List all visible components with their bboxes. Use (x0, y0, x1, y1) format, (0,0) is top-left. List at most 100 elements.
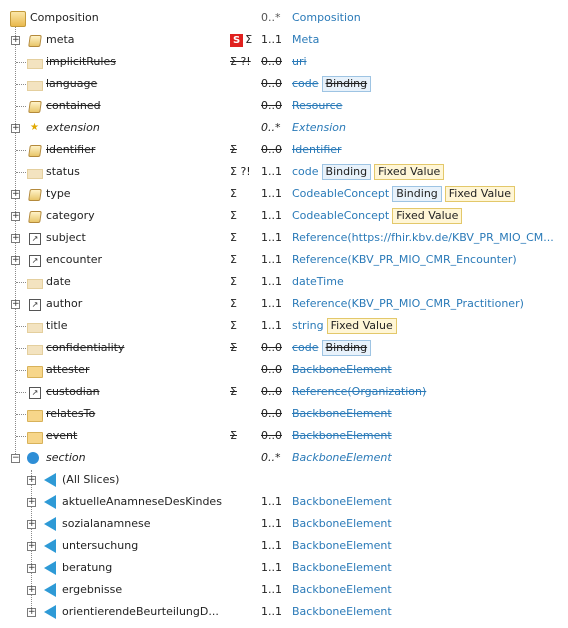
reference-icon: ↗ (29, 387, 41, 399)
cardinality: 0..0 (261, 363, 282, 376)
expand-toggle[interactable] (27, 608, 36, 617)
type-link[interactable]: Extension (292, 121, 347, 134)
tree-row-author[interactable]: ↗ author Σ 1..1 Reference(KBV_PR_MIO_CMR… (0, 293, 568, 315)
flags: Σ (230, 385, 237, 398)
type-link[interactable]: uri (292, 55, 307, 68)
slice-icon (44, 583, 56, 597)
type-link[interactable]: dateTime (292, 275, 344, 288)
fixed-value-badge[interactable]: Fixed Value (444, 186, 515, 202)
cardinality: 1..1 (261, 253, 282, 266)
flags: Σ (230, 253, 237, 266)
expand-toggle[interactable] (27, 476, 36, 485)
tree-row-type[interactable]: type Σ 1..1 CodeableConceptBindingFixed … (0, 183, 568, 205)
cardinality: 0..0 (261, 429, 282, 442)
binding-badge[interactable]: Binding (321, 76, 372, 92)
type-link[interactable]: BackboneElement (292, 429, 392, 442)
expand-toggle[interactable] (27, 520, 36, 529)
slice-icon (44, 605, 56, 619)
cardinality: 1..1 (261, 209, 282, 222)
tree-row-section[interactable]: section 0..* BackboneElement (0, 447, 568, 469)
tree-root-row[interactable]: Composition 0..* Composition (0, 7, 568, 29)
type-link[interactable]: BackboneElement (292, 605, 392, 618)
type-link[interactable]: BackboneElement (292, 495, 392, 508)
type-link[interactable]: BackboneElement (292, 451, 392, 464)
type-link[interactable]: BackboneElement (292, 517, 392, 530)
slice-row[interactable]: ergebnisse 1..1 BackboneElement (0, 579, 568, 601)
tree-row-custodian[interactable]: ↗ custodian Σ 0..0 Reference(Organizatio… (0, 381, 568, 403)
type-link[interactable]: Reference(https://fhir.kbv.de/KBV_PR_MIO… (292, 231, 554, 244)
type-link[interactable]: CodeableConcept (292, 209, 390, 222)
type-link[interactable]: code (292, 77, 319, 90)
tree-row-event[interactable]: event Σ 0..0 BackboneElement (0, 425, 568, 447)
type-link[interactable]: BackboneElement (292, 583, 392, 596)
type-link[interactable]: string (292, 319, 324, 332)
tree-row-relatesTo[interactable]: relatesTo 0..0 BackboneElement (0, 403, 568, 425)
resource-icon (10, 11, 26, 27)
primitive-icon (27, 169, 43, 179)
type-link[interactable]: BackboneElement (292, 363, 392, 376)
type-link[interactable]: code (292, 341, 319, 354)
slice-row[interactable]: beratung 1..1 BackboneElement (0, 557, 568, 579)
expand-toggle[interactable] (11, 300, 20, 309)
type-link[interactable]: Composition (292, 11, 361, 24)
tree-row-encounter[interactable]: ↗ encounter Σ 1..1 Reference(KBV_PR_MIO_… (0, 249, 568, 271)
binding-badge[interactable]: Binding (321, 164, 372, 180)
expand-toggle[interactable] (27, 564, 36, 573)
element-name: attester (46, 363, 90, 376)
primitive-icon (27, 59, 43, 69)
tree-row-attester[interactable]: attester 0..0 BackboneElement (0, 359, 568, 381)
binding-badge[interactable]: Binding (392, 186, 442, 202)
tree-row-contained[interactable]: contained 0..0 Resource (0, 95, 568, 117)
expand-toggle[interactable] (11, 234, 20, 243)
tree-connector (16, 172, 26, 173)
fixed-value-badge[interactable]: Fixed Value (326, 318, 397, 334)
type-link[interactable]: code (292, 165, 319, 178)
flags: Σ (230, 297, 237, 310)
element-name: section (46, 451, 86, 464)
fixed-value-badge[interactable]: Fixed Value (392, 208, 463, 224)
expand-toggle[interactable] (27, 542, 36, 551)
expand-toggle[interactable] (11, 36, 20, 45)
tree-row-date[interactable]: date Σ 1..1 dateTime (0, 271, 568, 293)
type-link[interactable]: BackboneElement (292, 561, 392, 574)
slice-row[interactable]: untersuchung 1..1 BackboneElement (0, 535, 568, 557)
tree-connector (16, 370, 26, 371)
slice-row[interactable]: sozialanamnese 1..1 BackboneElement (0, 513, 568, 535)
binding-badge[interactable]: Binding (321, 340, 372, 356)
slice-row[interactable]: orientierendeBeurteilungD... 1..1 Backbo… (0, 601, 568, 623)
type-link[interactable]: Reference(KBV_PR_MIO_CMR_Encounter) (292, 253, 517, 266)
slice-row[interactable]: aktuelleAnamneseDesKindes 1..1 BackboneE… (0, 491, 568, 513)
type-link[interactable]: Meta (292, 33, 320, 46)
type-link[interactable]: Reference(KBV_PR_MIO_CMR_Practitioner) (292, 297, 524, 310)
tree-row-subject[interactable]: ↗ subject Σ 1..1 Reference(https://fhir.… (0, 227, 568, 249)
fixed-value-badge[interactable]: Fixed Value (374, 164, 445, 180)
tree-row-identifier[interactable]: identifier Σ 0..0 Identifier (0, 139, 568, 161)
type-link[interactable]: BackboneElement (292, 539, 392, 552)
expand-toggle[interactable] (11, 212, 20, 221)
expand-toggle[interactable] (27, 586, 36, 595)
tree-row-extension[interactable]: ★ extension 0..* Extension (0, 117, 568, 139)
element-name: contained (46, 99, 101, 112)
type-link[interactable]: Identifier (292, 143, 342, 156)
expand-toggle[interactable] (27, 498, 36, 507)
type-link[interactable]: BackboneElement (292, 407, 392, 420)
collapse-toggle[interactable] (11, 454, 20, 463)
type-link[interactable]: Reference(Organization) (292, 385, 427, 398)
type-link[interactable]: CodeableConcept (292, 187, 390, 200)
type-link[interactable]: Resource (292, 99, 343, 112)
slice-row-all-slices[interactable]: (All Slices) (0, 469, 568, 491)
expand-toggle[interactable] (11, 256, 20, 265)
expand-toggle[interactable] (11, 190, 20, 199)
element-name: implicitRules (46, 55, 116, 68)
tree-row-implicitRules[interactable]: implicitRules Σ ?! 0..0 uri (0, 51, 568, 73)
tree-row-meta[interactable]: meta SΣ 1..1 Meta (0, 29, 568, 51)
element-name: confidentiality (46, 341, 125, 354)
flags: Σ ?! (230, 55, 251, 68)
expand-toggle[interactable] (11, 124, 20, 133)
